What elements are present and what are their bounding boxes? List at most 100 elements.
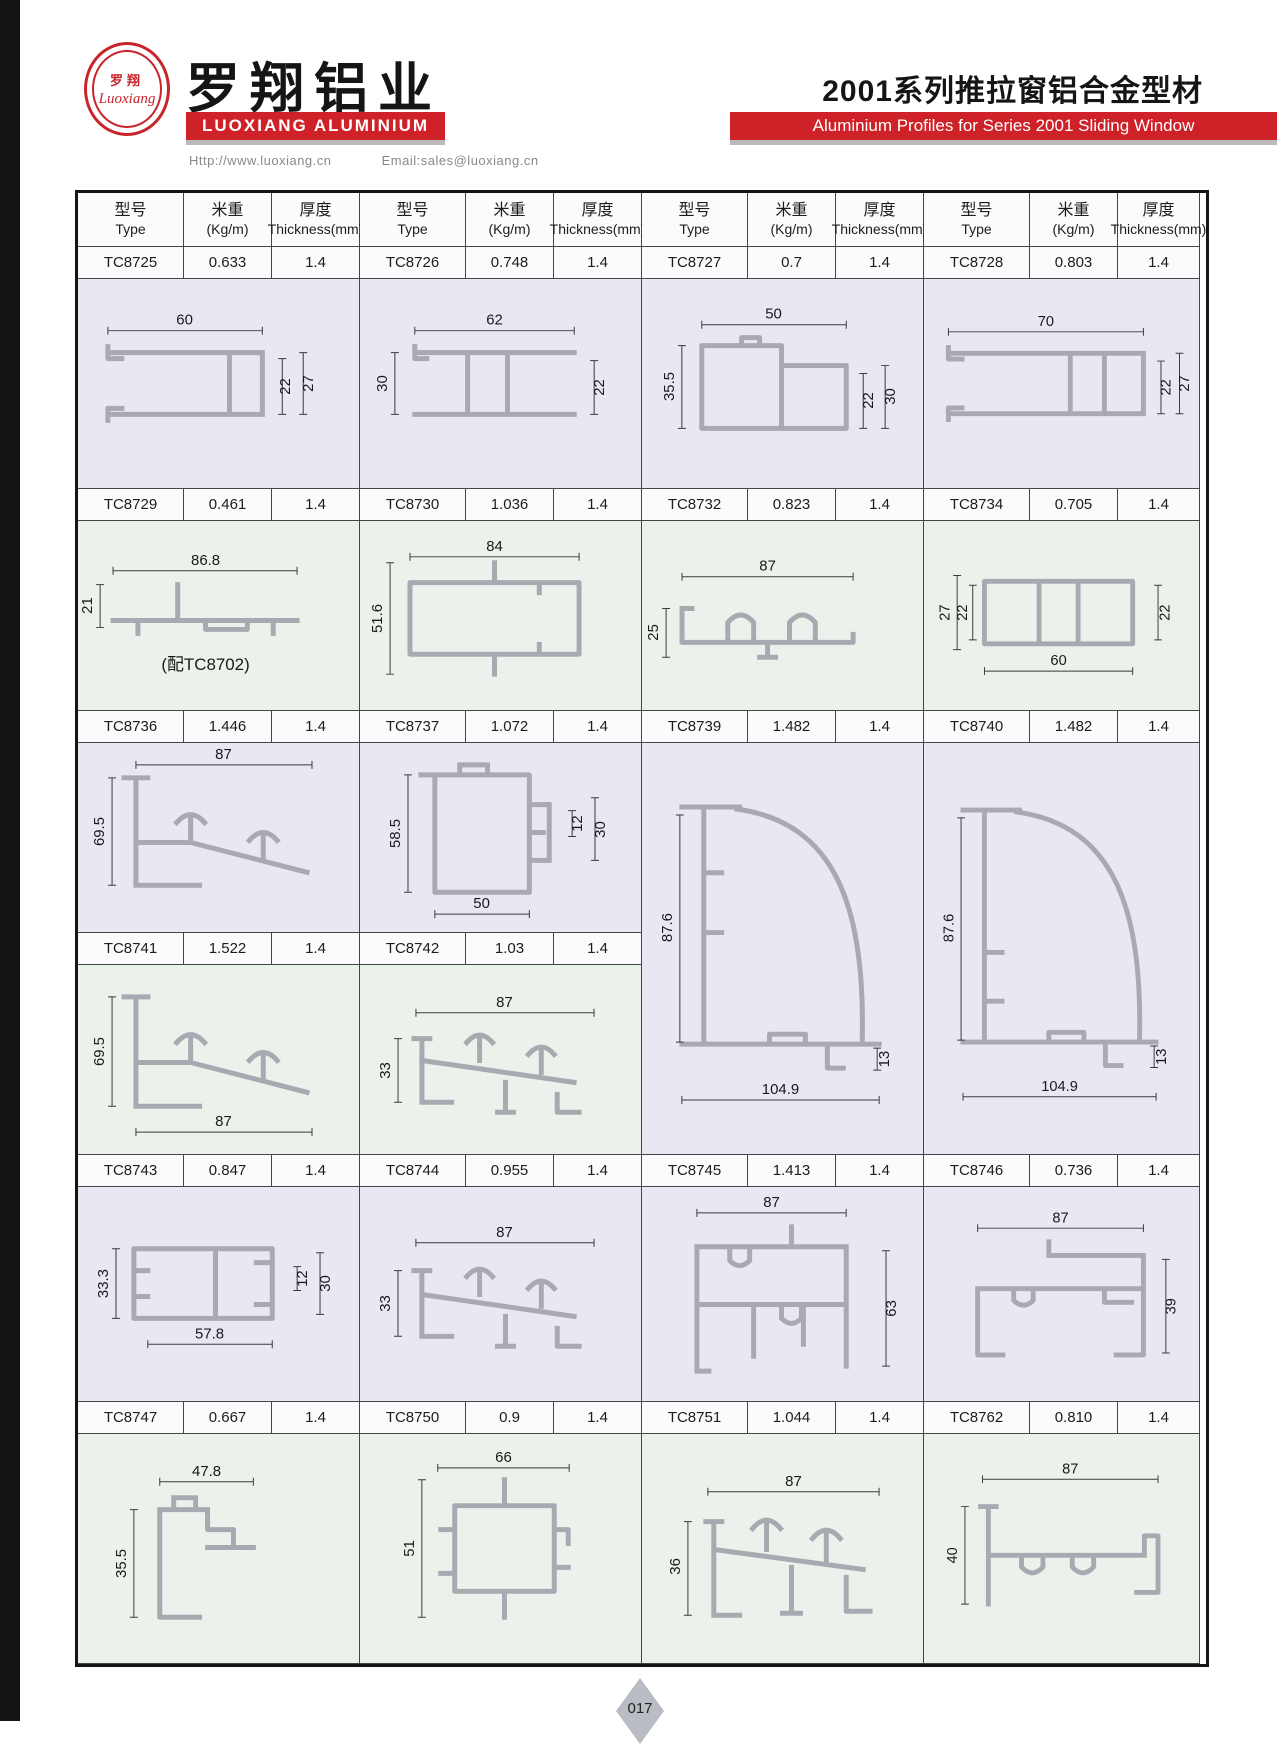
company-name-en-bar: LUOXIANG ALUMINIUM xyxy=(186,112,446,140)
header-type-zh: 型号 xyxy=(678,201,711,219)
profile-outline xyxy=(982,578,1136,647)
dim-label: 30 xyxy=(592,821,609,838)
header-weight-en: (Kg/m) xyxy=(488,220,531,237)
profile-drawing-TC8727: 50 35.5 22 30 xyxy=(642,279,924,489)
profile-drawing-TC8732: 87 25 xyxy=(642,521,924,711)
dim-label: 27 xyxy=(300,375,317,392)
series-title-zh: 2001系列推拉窗铝合金型材 xyxy=(822,75,1203,108)
logo-inner-ring: 罗翔 Luoxiang xyxy=(92,50,162,128)
header-thickness-en: Thickness(mm) xyxy=(267,220,364,237)
website-link[interactable]: Http://www.luoxiang.cn xyxy=(189,153,332,168)
company-name-zh: 罗翔铝业 xyxy=(186,59,442,119)
company-logo: 罗翔 Luoxiang xyxy=(84,42,170,136)
profile-drawing-TC8747: 47.8 35.5 xyxy=(78,1434,360,1664)
profile-svg-TC8750: 66 51 xyxy=(401,1449,571,1620)
type-cell: TC8727 xyxy=(642,247,748,279)
profile-drawing-TC8734: 27 22 22 60 xyxy=(924,521,1200,711)
dimension-lines xyxy=(683,1487,880,1616)
profile-drawing-TC8742: 87 33 xyxy=(360,965,642,1155)
type-cell: TC8737 xyxy=(360,711,466,743)
dim-label: 33 xyxy=(377,1062,394,1079)
thickness-cell: 1.4 xyxy=(272,1402,360,1434)
profile-svg-TC8729: 86.8 21 (配TC8702) xyxy=(79,552,300,674)
dim-label: 86.8 xyxy=(191,552,220,569)
weight-cell: 0.803 xyxy=(1030,247,1118,279)
header-type-en: Type xyxy=(679,220,710,237)
dim-label: 22 xyxy=(1158,604,1174,620)
profile-drawing-TC8728: 70 22 27 xyxy=(924,279,1200,489)
dimension-lines xyxy=(947,327,1184,415)
thickness-cell: 1.4 xyxy=(1118,1402,1200,1434)
dimension-lines xyxy=(696,1208,890,1367)
type-cell: TC8745 xyxy=(642,1155,748,1187)
dim-label: 87 xyxy=(763,1194,780,1211)
thickness-cell: 1.4 xyxy=(836,1402,924,1434)
dim-label: 30 xyxy=(374,375,391,392)
dim-label: 104.9 xyxy=(1041,1079,1078,1095)
profile-svg-TC8732: 87 25 xyxy=(645,558,856,660)
profile-outline xyxy=(110,582,300,636)
profile-drawing-TC8746: 87 39 xyxy=(924,1187,1200,1402)
email-link[interactable]: Email:sales@luoxiang.cn xyxy=(381,153,539,168)
thickness-cell: 1.4 xyxy=(554,1155,642,1187)
type-cell: TC8742 xyxy=(360,933,466,965)
dim-label: 87 xyxy=(1062,1461,1078,1477)
header-weight-zh: 米重 xyxy=(1057,201,1090,219)
type-cell: TC8744 xyxy=(360,1155,466,1187)
profile-outline xyxy=(411,1266,582,1349)
dim-label: 22 xyxy=(1159,379,1175,395)
dim-label: 70 xyxy=(1038,314,1054,330)
dim-label: 69.5 xyxy=(91,817,108,846)
profile-drawing-TC8726: 62 30 22 xyxy=(360,279,642,489)
profile-outline xyxy=(679,606,856,660)
dim-label: 60 xyxy=(176,312,193,329)
dimension-lines xyxy=(386,552,580,675)
profile-drawing-TC8729: 86.8 21 (配TC8702) xyxy=(78,521,360,711)
dim-label: 30 xyxy=(882,388,899,405)
dim-label: 30 xyxy=(317,1275,334,1292)
header-thickness-en: Thickness(mm) xyxy=(831,220,928,237)
type-cell: TC8732 xyxy=(642,489,748,521)
header-thickness-zh: 厚度 xyxy=(581,201,614,219)
profile-svg-TC8751: 87 36 xyxy=(667,1473,880,1618)
profile-outline xyxy=(157,1495,256,1620)
weight-cell: 0.667 xyxy=(184,1402,272,1434)
header-weight-en: (Kg/m) xyxy=(206,220,249,237)
type-cell: TC8750 xyxy=(360,1402,466,1434)
dim-label: 87 xyxy=(496,1224,513,1241)
profile-drawing-TC8740: 87.6 13 104.9 xyxy=(924,743,1200,1155)
profile-svg-TC8741: 69.5 87 xyxy=(91,994,313,1137)
col-header-weight: 米重(Kg/m) xyxy=(1030,193,1118,247)
profile-outline xyxy=(679,804,882,1071)
dim-label: 60 xyxy=(1050,653,1066,669)
profile-drawing-TC8730: 84 51.6 xyxy=(360,521,642,711)
profile-svg-TC8739: 87.6 13 104.9 xyxy=(659,804,893,1104)
type-cell: TC8734 xyxy=(924,489,1030,521)
weight-cell: 1.036 xyxy=(466,489,554,521)
dim-label: 27 xyxy=(937,604,953,620)
thickness-cell: 1.4 xyxy=(1118,247,1200,279)
profile-svg-TC8728: 70 22 27 xyxy=(945,314,1193,423)
dim-label: 22 xyxy=(277,378,294,395)
type-cell: TC8730 xyxy=(360,489,466,521)
dimension-lines xyxy=(393,1238,595,1337)
profile-drawing-TC8745: 87 63 xyxy=(642,1187,924,1402)
header-type-en: Type xyxy=(961,220,992,237)
profile-outline xyxy=(978,1504,1161,1607)
dimension-lines xyxy=(957,817,1159,1101)
type-cell: TC8747 xyxy=(78,1402,184,1434)
profile-svg-TC8725: 60 22 27 xyxy=(105,312,317,423)
type-cell: TC8729 xyxy=(78,489,184,521)
dim-label: 87.6 xyxy=(659,913,676,942)
profile-svg-TC8743: 33.3 12 30 57.8 xyxy=(95,1246,334,1349)
thickness-cell: 1.4 xyxy=(554,489,642,521)
thickness-cell: 1.4 xyxy=(836,247,924,279)
type-cell: TC8728 xyxy=(924,247,1030,279)
profile-svg-TC8726: 62 30 22 xyxy=(374,312,608,417)
